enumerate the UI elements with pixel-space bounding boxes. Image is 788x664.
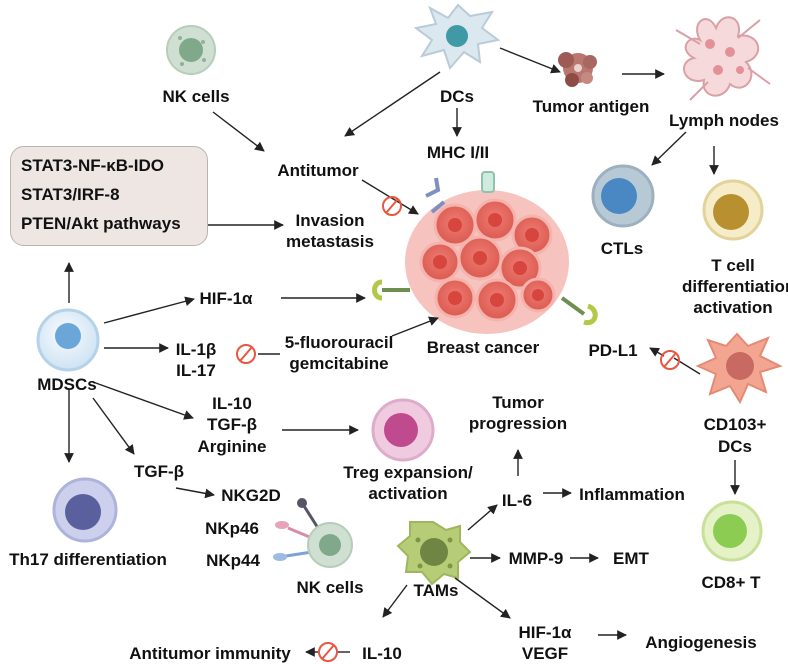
- signaling-pathways-box: STAT3-NF-κB-IDO STAT3/IRF-8 PTEN/Akt pat…: [10, 146, 208, 246]
- nk-cell-top-icon: [166, 25, 216, 75]
- label-nk-cells-bottom: NK cells: [296, 578, 364, 597]
- pathway-stat3-nfkb-ido: STAT3-NF-κB-IDO: [21, 156, 164, 175]
- label-hif1a: HIF-1α: [199, 289, 253, 308]
- tumor-antigen-icon: [558, 52, 597, 87]
- label-invasion: Invasion: [295, 211, 365, 230]
- pathway-pten-akt: PTEN/Akt pathways: [21, 214, 181, 233]
- label-inflammation: Inflammation: [579, 485, 685, 504]
- label-il6: IL-6: [501, 491, 533, 510]
- label-cd103-dcs: DCs: [717, 437, 753, 456]
- label-5-fluorouracil: 5-fluorouracil: [284, 333, 394, 352]
- label-nkp46: NKp46: [205, 519, 259, 538]
- label-ctls: CTLs: [600, 239, 644, 258]
- label-cd8-t: CD8+ T: [701, 573, 761, 592]
- ctl-cell-icon: [591, 164, 655, 228]
- cd103-dendritic-cell-icon: [695, 332, 783, 405]
- label-mdscs: MDSCs: [37, 375, 97, 394]
- label-antitumor: Antitumor: [277, 161, 359, 180]
- label-activation: activation: [693, 298, 773, 317]
- label-nkg2d: NKG2D: [221, 486, 281, 505]
- inhibition-symbols: [236, 196, 680, 662]
- cd8-t-cell-icon: [701, 500, 763, 562]
- label-cd103: CD103+: [703, 415, 767, 434]
- label-tumor: Tumor: [492, 393, 544, 412]
- label-mhc: MHC I/II: [426, 143, 490, 162]
- label-il10-b: IL-10: [362, 644, 402, 663]
- label-il10-a: IL-10: [212, 394, 252, 413]
- label-th17: Th17 differentiation: [9, 550, 167, 569]
- label-angiogenesis: Angiogenesis: [645, 633, 757, 652]
- label-t-cell: T cell: [711, 256, 755, 275]
- label-vegf: VEGF: [521, 644, 569, 663]
- breast-cancer-tumor-icon: [372, 171, 598, 334]
- label-lymph-nodes: Lymph nodes: [669, 111, 779, 130]
- dendritic-cell-top-icon: [413, 3, 501, 70]
- nk-cell-bottom-icon: [273, 498, 353, 568]
- label-nkp44: NKp44: [206, 551, 260, 570]
- label-treg-expansion: Treg expansion/: [343, 463, 473, 482]
- lymph-nodes-icon: [675, 16, 771, 101]
- label-il17: IL-17: [176, 361, 216, 380]
- tam-cell-icon: [396, 521, 472, 586]
- label-metastasis: metastasis: [286, 232, 374, 251]
- label-progression: progression: [468, 414, 568, 433]
- label-hif1a-b: HIF-1α: [518, 623, 572, 642]
- label-mmp9: MMP-9: [508, 549, 564, 568]
- label-emt: EMT: [613, 549, 649, 568]
- label-breast-cancer: Breast cancer: [426, 338, 540, 357]
- mdsc-cell-icon: [36, 308, 100, 372]
- label-pd-l1: PD-L1: [588, 341, 638, 360]
- th17-cell-icon: [52, 477, 118, 543]
- label-tumor-antigen: Tumor antigen: [532, 97, 650, 116]
- label-nk-cells-top: NK cells: [162, 87, 230, 106]
- pathway-stat3-irf8: STAT3/IRF-8: [21, 185, 120, 204]
- label-tgfb-b: TGF-β: [133, 462, 185, 481]
- label-differentiation: differentiation: [682, 277, 788, 296]
- treg-cell-icon: [371, 398, 435, 462]
- t-cell-icon: [702, 179, 764, 241]
- label-dcs: DCs: [439, 87, 475, 106]
- label-gemcitabine: gemcitabine: [289, 354, 389, 373]
- label-antitumor-immunity: Antitumor immunity: [129, 644, 291, 663]
- label-tgfb-a: TGF-β: [206, 415, 258, 434]
- label-il1b: IL-1β: [175, 340, 217, 359]
- connector-arrows: [64, 47, 740, 640]
- label-arginine: Arginine: [197, 437, 267, 456]
- label-treg-activation: activation: [368, 484, 448, 503]
- label-tams: TAMs: [413, 581, 459, 600]
